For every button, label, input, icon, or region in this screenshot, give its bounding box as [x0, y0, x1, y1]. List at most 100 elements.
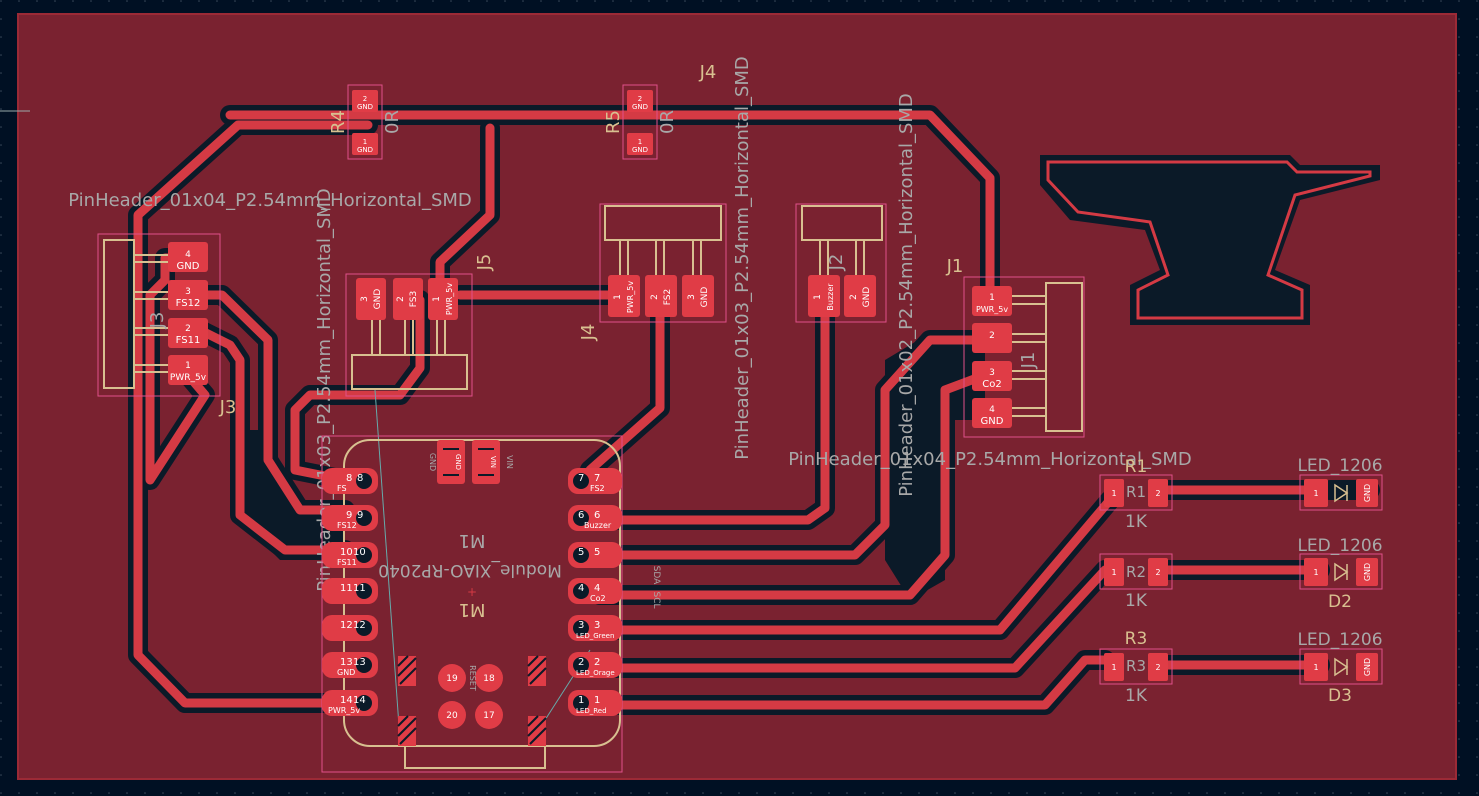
- m1-pad-10-num: 10: [340, 547, 353, 558]
- led1-pad-2[interactable]: [1356, 479, 1378, 507]
- m1-pad-19[interactable]: [438, 664, 466, 692]
- r3-pad-2[interactable]: [1148, 653, 1168, 681]
- m1-pad-13-num-b: 13: [353, 657, 366, 668]
- footprint-r3[interactable]: 1 2 R3 R3 1K: [1099, 629, 1173, 706]
- m1-pad-gnd-net: GND: [454, 454, 462, 470]
- m1-left-pads[interactable]: 8 8 FS 9 9 FS12 10 10 FS11 11 11 12 12 1…: [322, 468, 378, 716]
- footprint-j1[interactable]: 1 PWR_5v 2 3 Co2 4 GND J1 J1: [946, 256, 1085, 438]
- j4-pad-3[interactable]: [682, 275, 714, 317]
- j5-pins: [371, 320, 446, 355]
- r1-pad-2-num: 2: [1155, 489, 1160, 498]
- footprint-r1[interactable]: 1 2 R1 R1 1K: [1099, 457, 1173, 532]
- j2-pad-1[interactable]: [808, 275, 840, 317]
- j5-pad-1[interactable]: [428, 278, 458, 320]
- traces[interactable]: [133, 110, 1325, 710]
- led2-pad-2[interactable]: [1356, 558, 1378, 586]
- footprint-r2[interactable]: 1 2 R2 1K: [1099, 553, 1173, 611]
- trace-led-red: [595, 655, 1110, 710]
- r5-pad-2[interactable]: [627, 90, 653, 112]
- footprint-j4[interactable]: 1 PWR_5v 2 FS2 3 GND J4: [578, 203, 727, 341]
- m1-scl-silk: SCL: [651, 591, 661, 608]
- m1-pad-gnd-top[interactable]: [437, 440, 465, 484]
- j3-courtyard: [97, 233, 221, 397]
- copper-pour[interactable]: [17, 13, 1457, 780]
- j4-ref-top: J4: [699, 62, 717, 83]
- footprint-led1[interactable]: 1 GND LED_1206: [1297, 456, 1383, 511]
- j5-footprint-name: PinHeader_01x03_P2.54mm_Horizontal_SMD: [314, 188, 335, 592]
- j2-pad-1-num: 1: [813, 294, 823, 300]
- r2-ref: R2: [1126, 563, 1146, 581]
- j2-pad-2-net: GND: [862, 287, 872, 308]
- j4-pad-2[interactable]: [645, 275, 677, 317]
- footprint-r4[interactable]: 2 GND 1 GND R4 0R: [328, 84, 403, 160]
- led2-footprint-name: LED_1206: [1297, 536, 1382, 556]
- j1-pad-3[interactable]: [972, 361, 1012, 391]
- r4-pad-1[interactable]: [352, 133, 378, 155]
- r3-pad-1[interactable]: [1104, 653, 1124, 681]
- j3-pad-2[interactable]: [168, 318, 208, 348]
- r1-pad-1[interactable]: [1104, 479, 1124, 507]
- led3-pad-2[interactable]: [1356, 653, 1378, 681]
- footprint-m1[interactable]: 8 8 FS 9 9 FS12 10 10 FS11 11 11 12 12 1…: [321, 435, 661, 773]
- trace-fs3: [290, 295, 425, 485]
- led2-pad-1[interactable]: [1304, 558, 1328, 586]
- footprint-led3[interactable]: 1 GND LED_1206 D3: [1297, 630, 1382, 706]
- led1-pad-2-net: GND: [1363, 484, 1372, 502]
- j1-pad-2[interactable]: [972, 323, 1012, 353]
- led3-diode-symbol: [1334, 657, 1349, 677]
- j3-pad-1[interactable]: [168, 355, 208, 385]
- m1-pad-1-num: 1: [578, 695, 584, 706]
- j1-pad-4[interactable]: [972, 398, 1012, 428]
- j1-courtyard: [963, 276, 1085, 438]
- m1-pad-vin-top[interactable]: [472, 440, 500, 484]
- footprint-j3[interactable]: 4 GND 3 FS12 2 FS11 1 PWR_5v J3 J3: [97, 233, 236, 418]
- j4-footprint-name: PinHeader_01x03_P2.54mm_Horizontal_SMD: [732, 56, 753, 460]
- r2-pad-2[interactable]: [1148, 558, 1168, 586]
- j2-ref: J2: [826, 254, 847, 272]
- pour-void-right: [885, 330, 985, 600]
- r4-pad-2[interactable]: [352, 90, 378, 112]
- j3-pad-1-num: 1: [185, 361, 191, 371]
- footprint-j2[interactable]: 1 Buzzer 2 GND J2: [795, 203, 887, 323]
- footprint-j5[interactable]: 3 GND 2 FS3 1 PWR_5v J5: [345, 254, 495, 397]
- r1-pad-2[interactable]: [1148, 479, 1168, 507]
- m1-pad-17[interactable]: [475, 701, 503, 729]
- j5-ref: J5: [474, 254, 495, 272]
- m1-hatch-lines: [397, 655, 547, 745]
- m1-pad-10-num-b: 10: [353, 547, 366, 558]
- m1-pad-9-num: 9: [346, 510, 352, 521]
- m1-pad-18[interactable]: [475, 664, 503, 692]
- j1-pad-3-net: Co2: [982, 379, 1001, 390]
- led1-pad-1[interactable]: [1304, 479, 1328, 507]
- j2-pad-2[interactable]: [844, 275, 876, 317]
- led3-pad-1[interactable]: [1304, 653, 1328, 681]
- m1-right-pads[interactable]: 7 7 FS2 6 6 Buzzer 5 5 4 4 Co2 3 3 LED_G…: [568, 468, 622, 716]
- r1-ref-grey: R1: [1126, 483, 1146, 501]
- r2-pad-1[interactable]: [1104, 558, 1124, 586]
- m1-pad-20[interactable]: [438, 701, 466, 729]
- footprint-led2[interactable]: 1 GND LED_1206 D2: [1297, 536, 1382, 612]
- m1-pad-1-net: LED_Red: [576, 707, 607, 715]
- led2-diode-symbol: [1334, 562, 1349, 582]
- r5-pad-1[interactable]: [627, 133, 653, 155]
- j3-pad-2-net: FS11: [176, 335, 201, 346]
- led3-pad-2-net: GND: [1363, 658, 1372, 676]
- r3-pad-2-num: 2: [1155, 663, 1160, 672]
- footprint-r5[interactable]: 2 GND 1 GND R5 0R: [603, 84, 678, 160]
- m1-pad-13-net: GND: [337, 668, 355, 677]
- j5-pad-2[interactable]: [393, 278, 423, 320]
- j3-pad-1-net: PWR_5v: [170, 373, 207, 383]
- j5-pad-3[interactable]: [356, 278, 386, 320]
- j1-pad-1[interactable]: [972, 286, 1012, 316]
- r4-pad-2-net: GND: [357, 103, 373, 111]
- m1-footprint-name: Module_XIAO-RP2040: [378, 560, 562, 580]
- j3-ref-grey: J3: [147, 312, 168, 330]
- j3-pad-4[interactable]: [168, 242, 208, 272]
- r2-pad-2-num: 2: [1155, 568, 1160, 577]
- j5-pad-1-num: 1: [432, 296, 442, 302]
- m1-pad-8-net: FS: [337, 484, 347, 493]
- j3-pad-3[interactable]: [168, 280, 208, 310]
- j2-pad-2-num: 2: [849, 294, 859, 300]
- j4-pad-1[interactable]: [608, 275, 640, 317]
